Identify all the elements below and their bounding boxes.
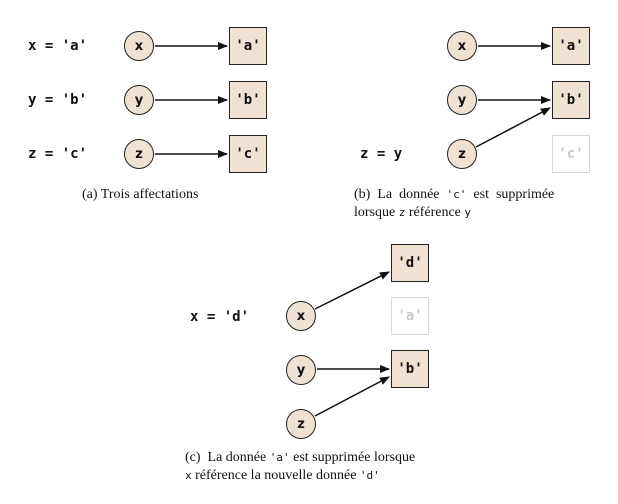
value-box-b: 'b' <box>552 81 590 119</box>
value-box-a: 'a' <box>229 27 267 65</box>
arrow-b-z <box>475 107 551 148</box>
value-box-c: 'c' <box>229 135 267 173</box>
variable-y: y <box>286 355 316 385</box>
deleted-value-box-c: 'c' <box>552 135 590 173</box>
assignment-y-b: y = 'b' <box>28 92 88 108</box>
caption-c: (c) La donnée 'a' est supprimée lorsque … <box>185 450 416 483</box>
variable-z: z <box>124 139 154 169</box>
assignment-x-a: x = 'a' <box>28 38 88 54</box>
value-box-b: 'b' <box>391 350 429 388</box>
variable-z: z <box>447 139 477 169</box>
variable-z: z <box>286 409 316 439</box>
caption-b: (b) La donnée 'c' est supprimée lorsque … <box>354 187 555 220</box>
value-box-d: 'd' <box>391 244 429 282</box>
variable-y: y <box>447 85 477 115</box>
value-box-b: 'b' <box>229 81 267 119</box>
caption-a: (a) Trois affectations <box>82 187 199 202</box>
variable-x: x <box>124 31 154 61</box>
variable-x: x <box>286 301 316 331</box>
arrow-c-z <box>314 376 390 417</box>
variable-x: x <box>447 31 477 61</box>
assignment-z-y: z = y <box>360 146 403 162</box>
assignment-z-c: z = 'c' <box>28 146 88 162</box>
value-box-a: 'a' <box>552 27 590 65</box>
arrow-c-x <box>314 271 390 310</box>
assignment-x-d: x = 'd' <box>190 309 250 325</box>
variable-y: y <box>124 85 154 115</box>
deleted-value-box-a: 'a' <box>391 297 429 335</box>
